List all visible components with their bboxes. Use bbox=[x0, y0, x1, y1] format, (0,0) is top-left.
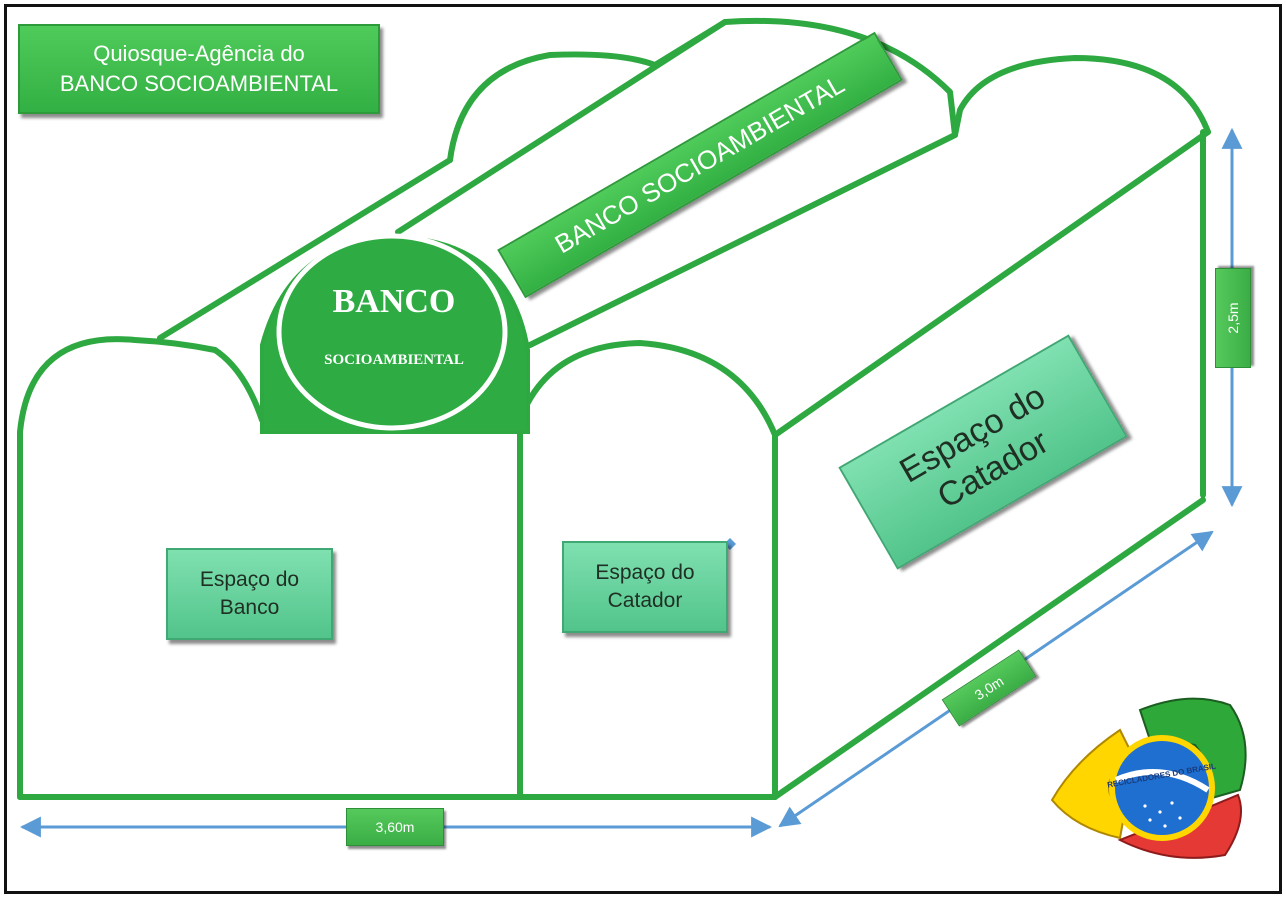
kiosk-outline bbox=[17, 17, 1211, 800]
room-catador-front-line1: Espaço do bbox=[595, 560, 695, 584]
front-left-bay bbox=[17, 336, 265, 800]
room-catador-front-line2: Catador bbox=[607, 589, 683, 612]
title-box: Quiosque-Agência do BANCO SOCIOAMBIENTAL bbox=[18, 24, 380, 114]
seal-line2: SOCIOAMBIENTAL bbox=[324, 352, 464, 368]
room-bank-line2: Banco bbox=[219, 596, 280, 619]
side-top-edge bbox=[772, 129, 1211, 438]
seal: BANCO SOCIOAMBIENTAL bbox=[260, 233, 530, 434]
roof-top-edge bbox=[652, 19, 728, 68]
dimension-width-text: 3,60m bbox=[375, 818, 415, 835]
logo-stars bbox=[1143, 801, 1182, 828]
dimension-height-text: 2,5m bbox=[1224, 302, 1241, 334]
title-line1: Quiosque-Agência do bbox=[93, 41, 305, 67]
room-bank-line1: Espaço do bbox=[199, 567, 300, 591]
room-label-catador-front: Espaço do Catador bbox=[562, 541, 728, 633]
roof-ridge-mid bbox=[395, 17, 958, 348]
brazil-flag-globe-icon bbox=[1109, 735, 1215, 841]
dimension-height-label: 2,5m bbox=[1215, 268, 1251, 368]
back-left-arch bbox=[447, 51, 658, 163]
roof-ridge-left bbox=[157, 157, 453, 341]
room-label-bank: Espaço do Banco bbox=[166, 548, 333, 640]
dimension-width-label: 3,60m bbox=[346, 808, 444, 846]
front-right-bay bbox=[517, 340, 778, 800]
seal-line1: BANCO bbox=[333, 283, 456, 320]
title-line2: BANCO SOCIOAMBIENTAL bbox=[59, 71, 339, 96]
back-arch bbox=[952, 55, 1211, 138]
recycling-logo: RECICLADORES DO BRASIL bbox=[1050, 697, 1247, 859]
